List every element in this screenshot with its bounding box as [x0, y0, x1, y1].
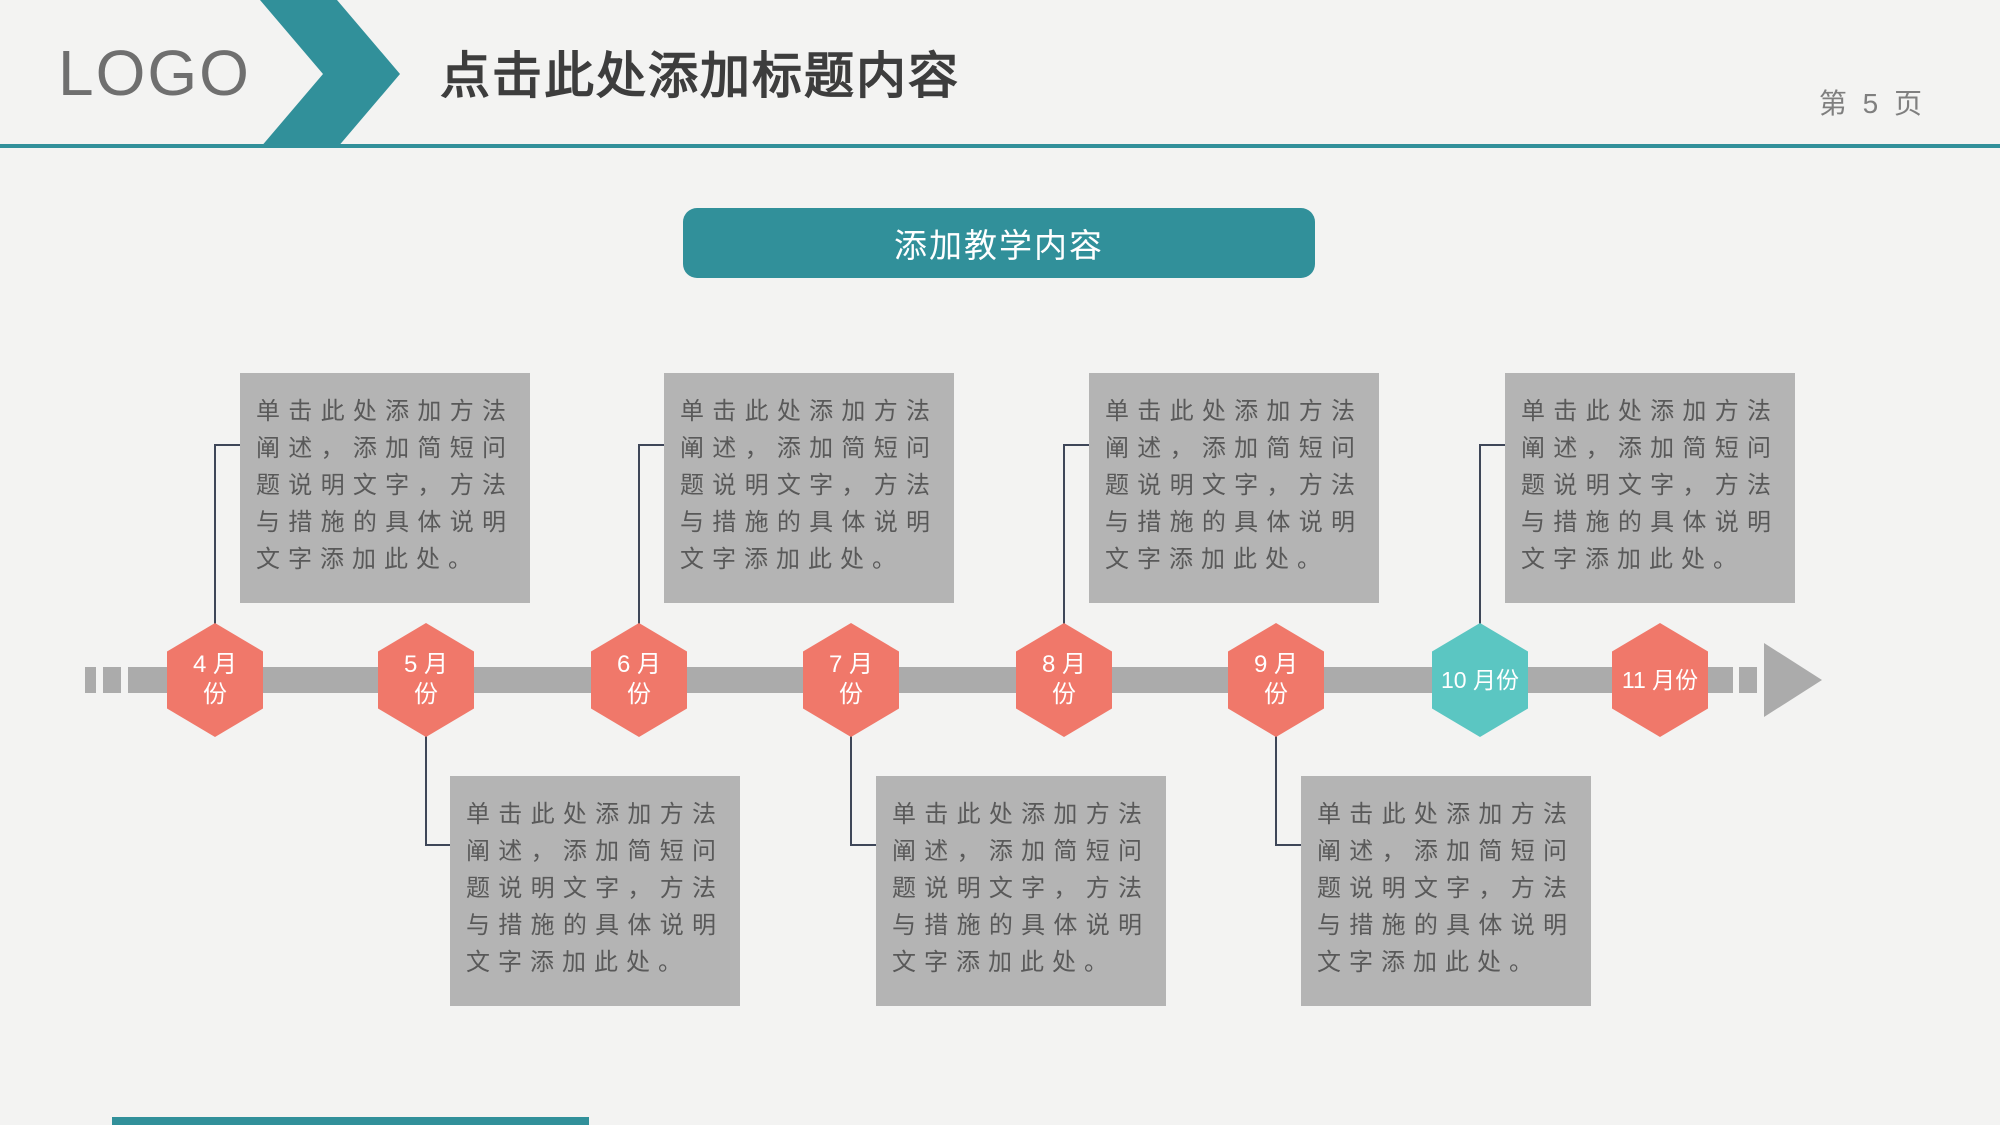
page-number: 第 5 页: [1818, 88, 1926, 119]
connector-line: [1063, 444, 1065, 632]
note-box-april[interactable]: 单击此处添加方法阐述，添加简短问题说明文字，方法与措施的具体说明文字添加此处。: [240, 373, 530, 603]
month-label: 份: [839, 681, 863, 708]
note-box-july[interactable]: 单击此处添加方法阐述，添加简短问题说明文字，方法与措施的具体说明文字添加此处。: [876, 776, 1166, 1006]
timeline-dash: [1739, 667, 1757, 693]
hexagon-month-4[interactable]: 4 月 份: [167, 623, 263, 737]
connector-line: [1479, 444, 1506, 446]
month-label: 8 月: [1041, 651, 1086, 678]
hexagon-month-10[interactable]: 10 月份: [1432, 623, 1528, 737]
timeline-dash: [1707, 667, 1733, 693]
month-label: 6 月: [616, 651, 661, 678]
month-label: 份: [1264, 681, 1288, 708]
note-box-may[interactable]: 单击此处添加方法阐述，添加简短问题说明文字，方法与措施的具体说明文字添加此处。: [450, 776, 740, 1006]
connector-line: [425, 730, 427, 846]
connector-line: [1479, 444, 1481, 632]
chevron-right-icon: [260, 0, 400, 148]
note-box-june[interactable]: 单击此处添加方法阐述，添加简短问题说明文字，方法与措施的具体说明文字添加此处。: [664, 373, 954, 603]
hexagon-month-5[interactable]: 5 月 份: [378, 623, 474, 737]
logo-text: LOGO: [58, 37, 251, 109]
hexagon-month-9[interactable]: 9 月 份: [1228, 623, 1324, 737]
connector-line: [850, 844, 877, 846]
hexagon-month-6[interactable]: 6 月 份: [591, 623, 687, 737]
month-label: 份: [414, 681, 438, 708]
connector-line: [1063, 444, 1090, 446]
connector-line: [214, 444, 216, 632]
timeline-arrowhead-icon: [1764, 643, 1822, 717]
connector-line: [1275, 844, 1302, 846]
timeline-dash: [103, 667, 121, 693]
connector-line: [638, 444, 665, 446]
timeline-dash: [85, 667, 96, 693]
month-label: 5 月: [403, 651, 448, 678]
connector-line: [1275, 730, 1277, 846]
header-divider: [0, 144, 2000, 148]
hexagon-month-8[interactable]: 8 月 份: [1016, 623, 1112, 737]
section-banner-button[interactable]: 添加教学内容: [683, 208, 1315, 278]
connector-line: [638, 444, 640, 632]
month-label: 10 月份: [1441, 667, 1519, 693]
connector-line: [214, 444, 241, 446]
month-label: 份: [1052, 681, 1076, 708]
month-label: 份: [203, 681, 227, 708]
note-box-october[interactable]: 单击此处添加方法阐述，添加简短问题说明文字，方法与措施的具体说明文字添加此处。: [1505, 373, 1795, 603]
month-label: 7 月: [828, 651, 873, 678]
month-label: 11 月份: [1621, 667, 1699, 693]
note-box-september[interactable]: 单击此处添加方法阐述，添加简短问题说明文字，方法与措施的具体说明文字添加此处。: [1301, 776, 1591, 1006]
note-box-august[interactable]: 单击此处添加方法阐述，添加简短问题说明文字，方法与措施的具体说明文字添加此处。: [1089, 373, 1379, 603]
connector-line: [425, 844, 452, 846]
month-label: 9 月: [1253, 651, 1298, 678]
month-label: 4 月: [192, 651, 237, 678]
month-label: 份: [627, 681, 651, 708]
footer-accent-bar: [112, 1117, 589, 1125]
connector-line: [850, 730, 852, 846]
hexagon-month-11[interactable]: 11 月份: [1612, 623, 1708, 737]
slide-title-placeholder[interactable]: 点击此处添加标题内容: [440, 48, 960, 104]
hexagon-month-7[interactable]: 7 月 份: [803, 623, 899, 737]
